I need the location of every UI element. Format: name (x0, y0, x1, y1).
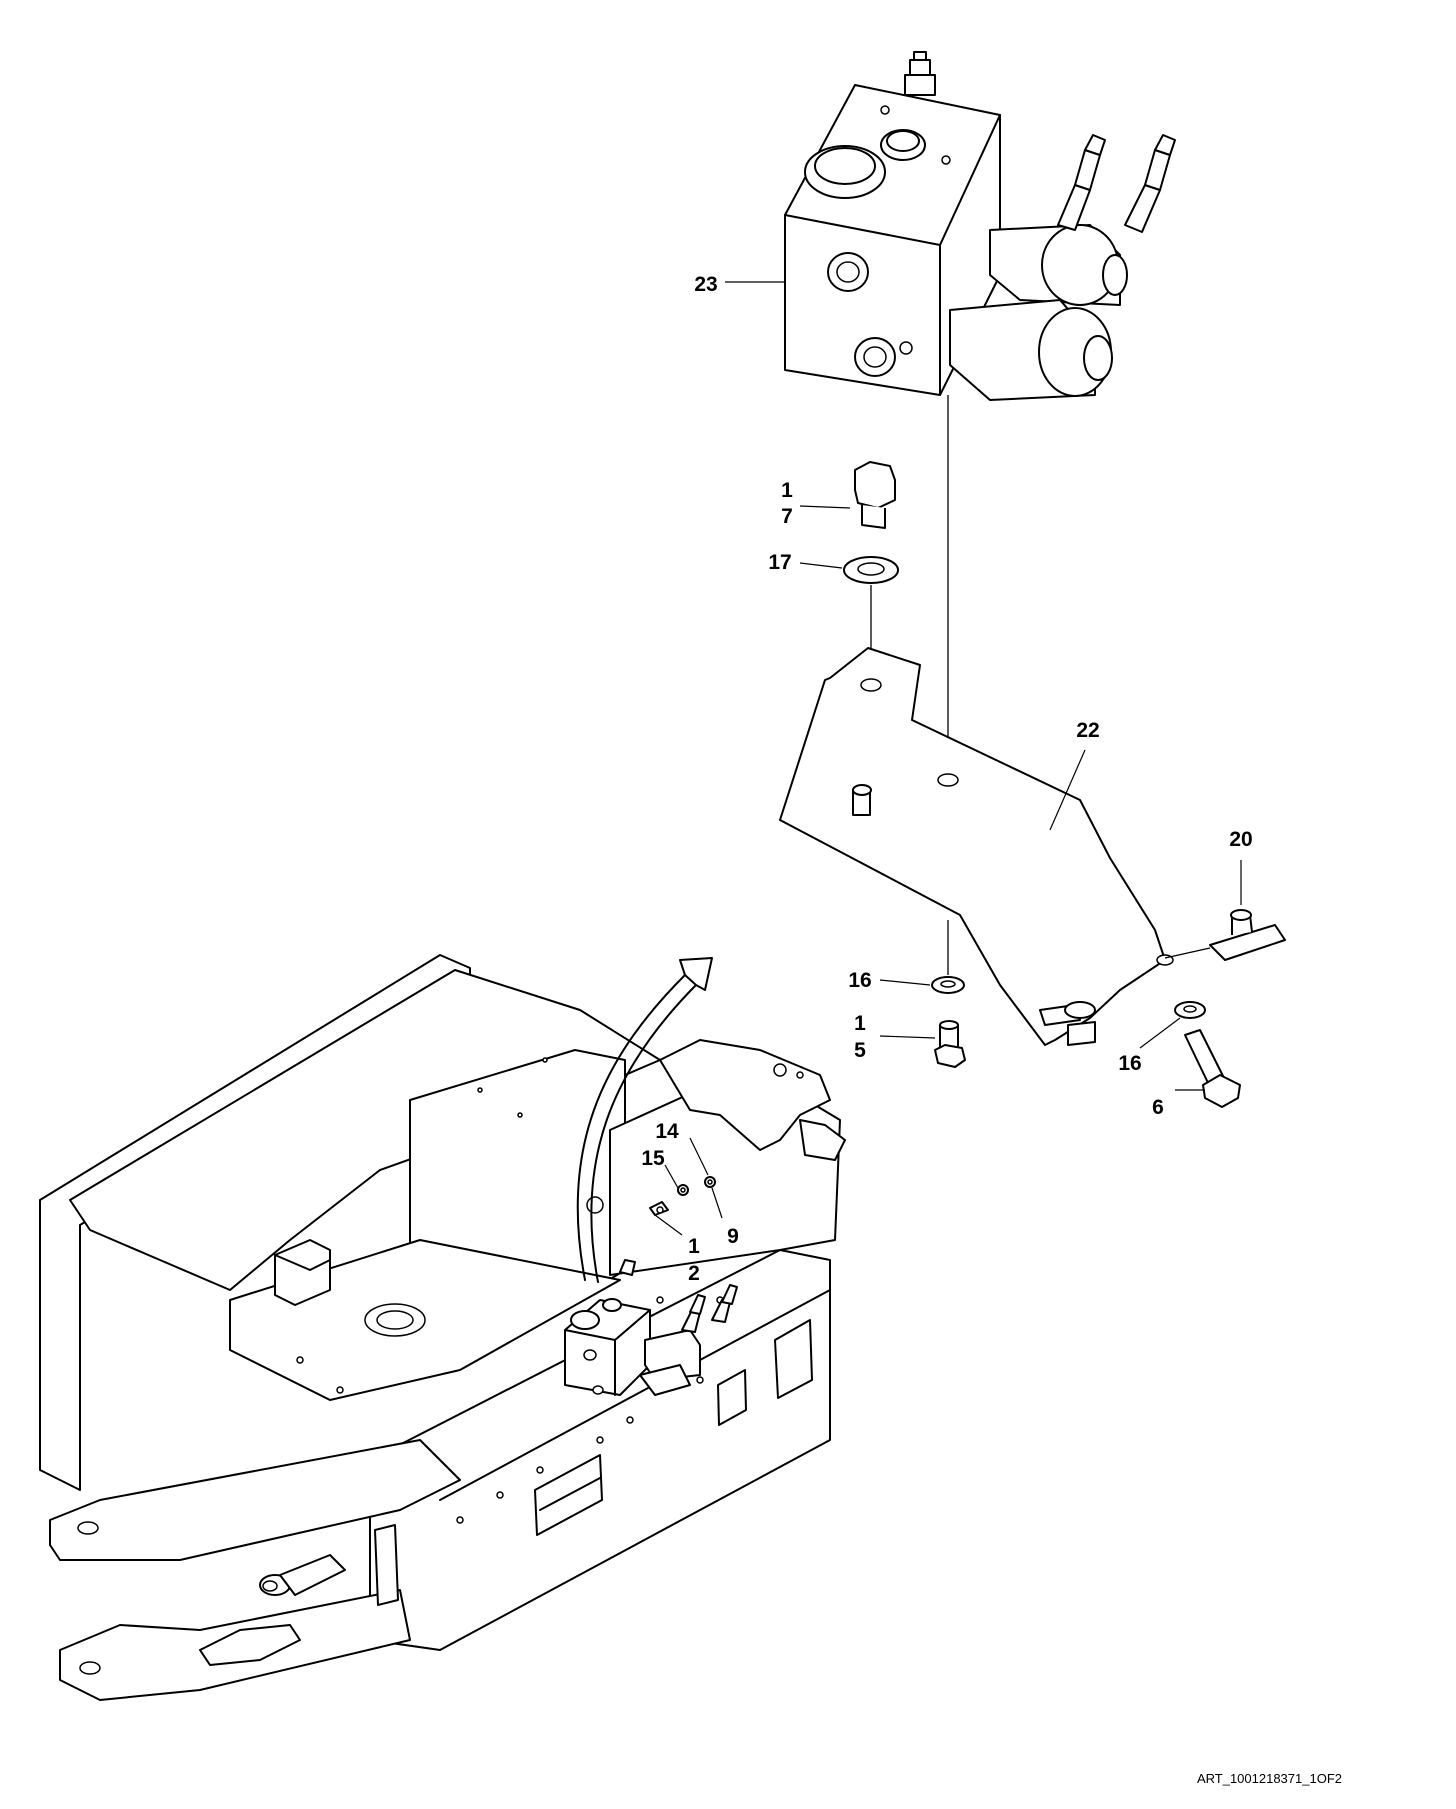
bolt-6 (1184, 1029, 1241, 1108)
callout-6: 6 (1152, 1096, 1164, 1119)
valve-block (784, 51, 1176, 775)
callout-7: 7 (781, 505, 793, 528)
callout-17: 17 (768, 551, 791, 574)
callout-9: 9 (727, 1225, 739, 1248)
callout-14: 14 (655, 1120, 679, 1143)
callout-20: 20 (1229, 828, 1252, 851)
assembly-arrow (576, 957, 713, 1283)
leader-lines (654, 281, 1242, 1236)
callout-1-bolt-5: 1 (854, 1012, 866, 1035)
callout-16-left: 16 (848, 969, 871, 992)
clip-nut-20 (1164, 909, 1286, 961)
callout-5: 5 (854, 1039, 866, 1062)
washer-16-right (1174, 1001, 1206, 1019)
callouts: 23 1 7 17 22 20 16 1 5 16 6 14 15 9 1 2 (641, 273, 1252, 1285)
washer-16-left (931, 920, 965, 994)
callout-23: 23 (694, 273, 717, 296)
callout-16-right: 16 (1118, 1052, 1141, 1075)
valve-block-installed (564, 1259, 738, 1396)
callout-2: 2 (688, 1262, 700, 1285)
art-reference: ART_1001218371_1OF2 (1197, 1771, 1342, 1786)
bolt-5 (934, 1020, 966, 1068)
callout-22: 22 (1076, 719, 1099, 742)
small-fasteners (649, 1176, 716, 1216)
callout-1-bolt-7: 1 (781, 479, 793, 502)
chassis-frame (39, 954, 846, 1701)
mounting-bracket (779, 647, 1174, 1046)
bolt-7 (854, 461, 896, 529)
callout-1-bolt-2: 1 (688, 1235, 700, 1258)
callout-15: 15 (641, 1147, 665, 1170)
